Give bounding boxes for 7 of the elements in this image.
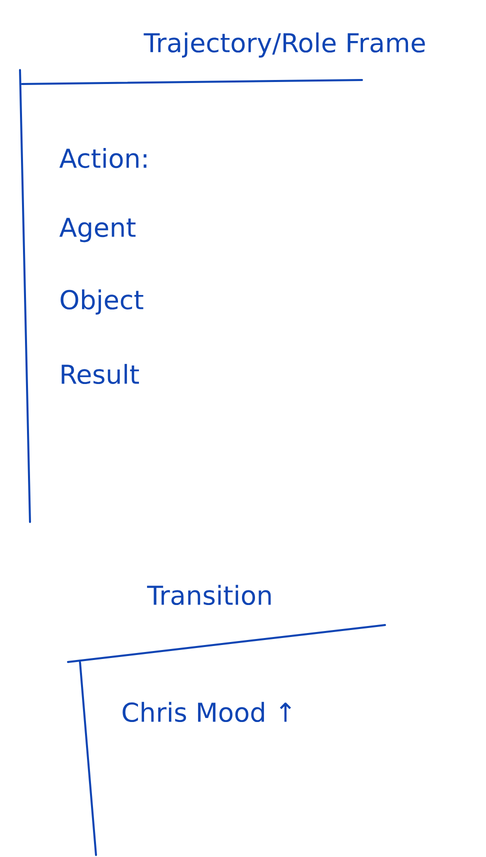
frame-title: Trajectory/Role Frame <box>144 32 425 58</box>
slot-label: Result <box>62 364 139 384</box>
slot-label: Action: <box>59 148 146 168</box>
slot-label: Chris Mood ↑ <box>122 702 291 722</box>
slot-label: Agent <box>59 218 136 242</box>
slot-label: Object <box>60 289 144 315</box>
frame-title: Transition <box>147 584 271 606</box>
